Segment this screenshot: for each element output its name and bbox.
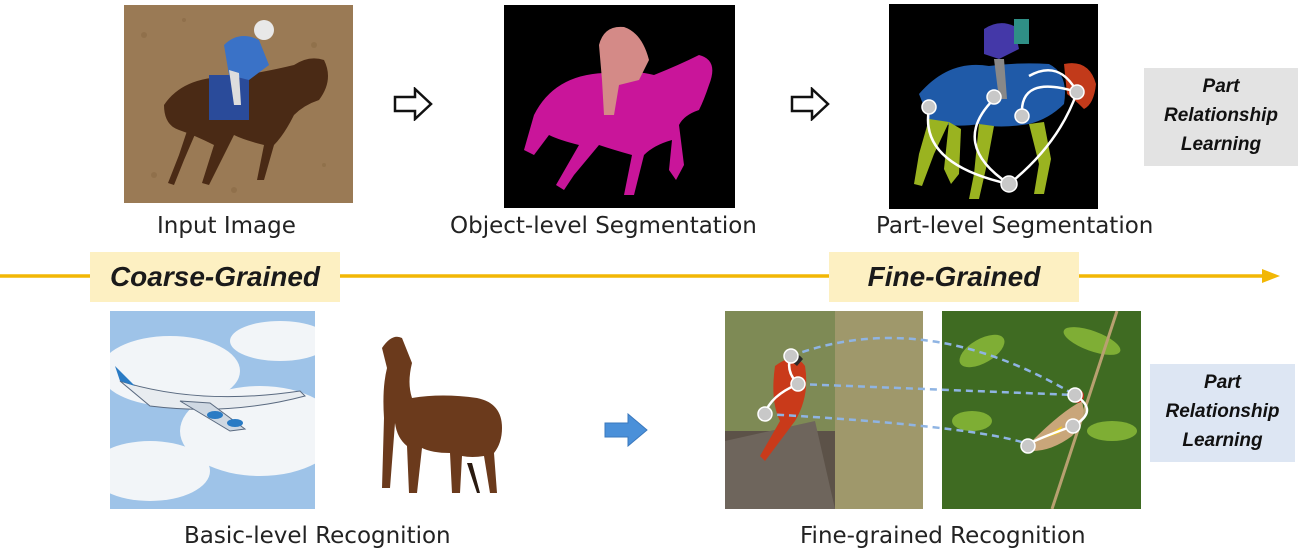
airplane-image bbox=[110, 311, 315, 509]
caption-input-image: Input Image bbox=[157, 213, 296, 239]
arrow-right-icon bbox=[790, 87, 830, 121]
input-image bbox=[124, 5, 353, 203]
cardinal-image bbox=[725, 311, 923, 509]
part-relationship-box-top: Part Relationship Learning bbox=[1144, 68, 1298, 166]
arrow-right-icon bbox=[393, 87, 433, 121]
part-relationship-line: Part bbox=[1202, 76, 1240, 97]
part-relationship-box-bottom: Part Relationship Learning bbox=[1150, 364, 1295, 462]
part-relationship-line: Learning bbox=[1180, 134, 1262, 155]
caption-object-segmentation: Object-level Segmentation bbox=[450, 213, 757, 239]
goldfinch-image bbox=[942, 311, 1141, 509]
caption-basic-recognition: Basic-level Recognition bbox=[184, 523, 451, 549]
coarse-grained-label: Coarse-Grained bbox=[90, 252, 340, 302]
fine-grained-label: Fine-Grained bbox=[829, 252, 1079, 302]
part-relationship-line: Learning bbox=[1182, 430, 1263, 451]
part-relationship-line: Relationship bbox=[1165, 401, 1280, 422]
part-segmentation-image bbox=[889, 4, 1098, 209]
caption-fine-recognition: Fine-grained Recognition bbox=[800, 523, 1086, 549]
part-relationship-line: Relationship bbox=[1163, 105, 1278, 126]
blue-arrow-icon bbox=[604, 413, 648, 447]
horse-image bbox=[362, 328, 515, 498]
caption-part-segmentation: Part-level Segmentation bbox=[876, 213, 1154, 239]
part-relationship-line: Part bbox=[1204, 372, 1241, 393]
object-segmentation-image bbox=[504, 5, 735, 208]
